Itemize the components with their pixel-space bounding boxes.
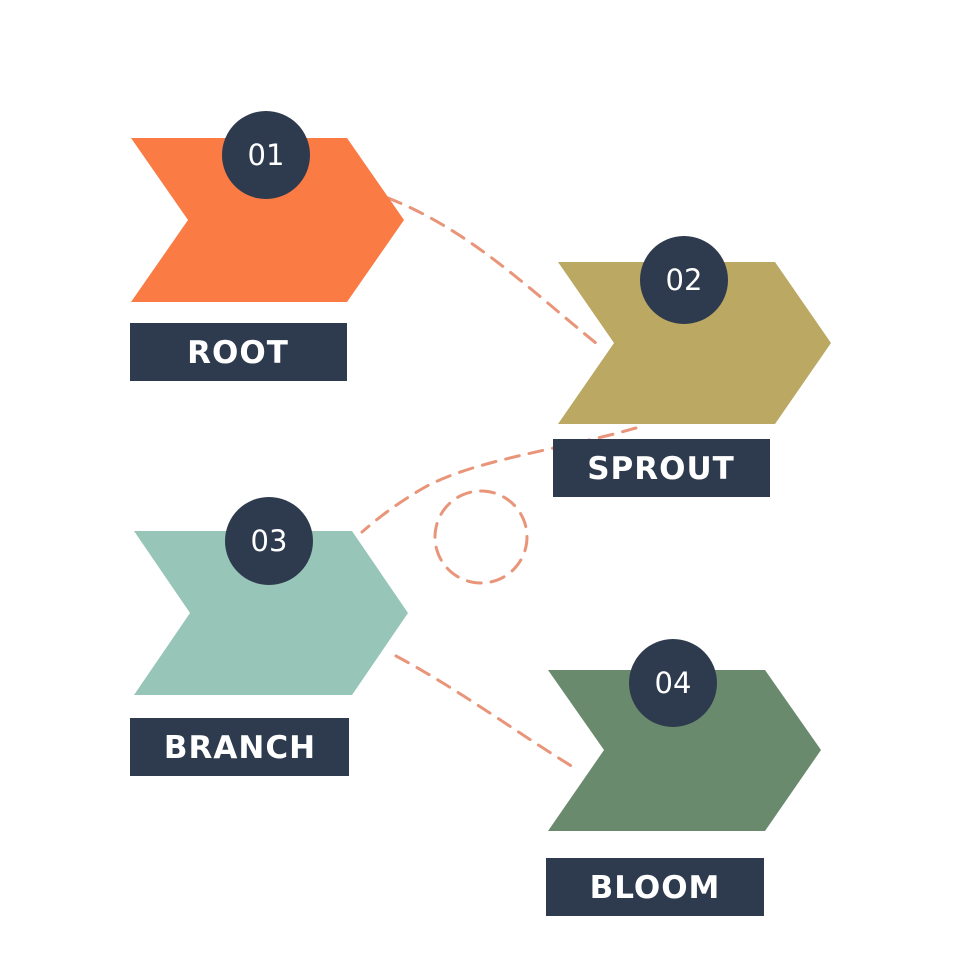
connector-loop — [433, 489, 529, 585]
label-box-sprout — [553, 439, 770, 497]
step-number-root: 01 — [248, 138, 285, 172]
badge-circle-root — [222, 111, 310, 199]
step-number-branch: 03 — [251, 524, 288, 558]
chevron-arrow-branch — [134, 531, 408, 695]
badge-circle-bloom — [629, 639, 717, 727]
badge-circle-sprout — [640, 236, 728, 324]
step-label-bloom: BLOOM — [590, 870, 721, 906]
step-number-sprout: 02 — [666, 263, 703, 297]
step-sprout: 02 SPROUT — [553, 236, 831, 497]
chevron-arrow-sprout — [558, 262, 831, 424]
badge-circle-branch — [225, 497, 313, 585]
chevron-arrow-bloom — [548, 670, 821, 831]
connector-root-sprout — [386, 196, 604, 350]
chevron-arrow-root — [131, 138, 404, 302]
step-label-sprout: SPROUT — [587, 451, 735, 487]
step-root: 01 ROOT — [130, 111, 404, 381]
step-label-root: ROOT — [187, 335, 289, 371]
label-box-root — [130, 323, 347, 381]
step-label-branch: BRANCH — [164, 730, 316, 766]
label-box-branch — [130, 718, 349, 776]
step-bloom: 04 BLOOM — [546, 639, 821, 916]
label-box-bloom — [546, 858, 764, 916]
connector-branch-bloom — [394, 654, 580, 772]
step-number-bloom: 04 — [655, 666, 692, 700]
step-branch: 03 BRANCH — [130, 497, 408, 776]
